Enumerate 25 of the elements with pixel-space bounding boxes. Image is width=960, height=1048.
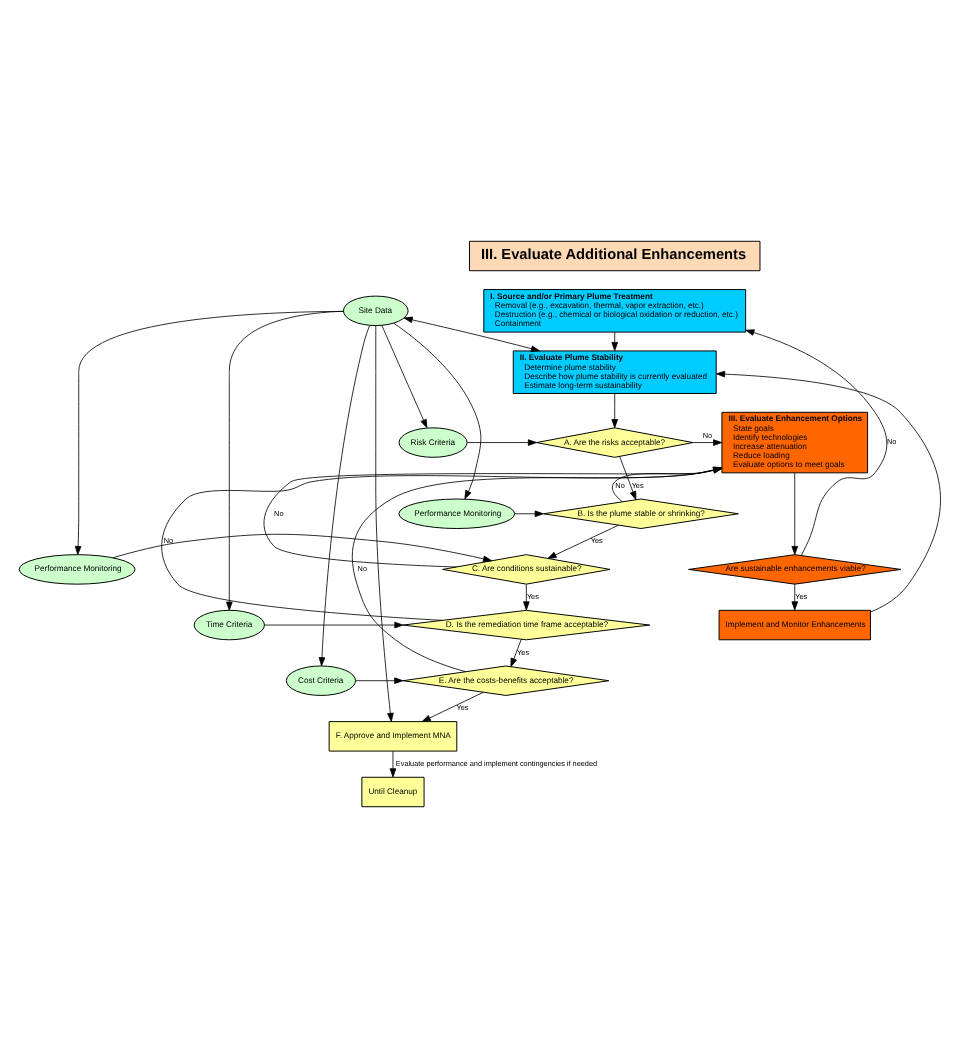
arrow (355, 677, 404, 684)
arrow (264, 621, 404, 629)
arrow (318, 325, 370, 667)
arrow (467, 439, 537, 446)
arrow (112, 533, 493, 563)
arrow (381, 324, 428, 429)
arrow (389, 750, 397, 778)
arrow (716, 370, 941, 613)
arrow (619, 456, 637, 501)
arrow (514, 510, 544, 518)
arrow (403, 316, 540, 352)
arrow (510, 638, 522, 668)
arrow (226, 310, 344, 611)
arrow (611, 393, 618, 429)
arrow (421, 691, 484, 722)
arrow (393, 322, 482, 500)
arrow (791, 584, 799, 611)
node-box: III. Evaluate Additional Enhancements (469, 240, 761, 272)
arrow (523, 584, 530, 611)
arrow (791, 472, 799, 555)
arrow (692, 439, 723, 446)
arrow (611, 331, 618, 351)
arrow (745, 329, 888, 556)
arrow (547, 524, 619, 559)
arrow (375, 325, 394, 722)
